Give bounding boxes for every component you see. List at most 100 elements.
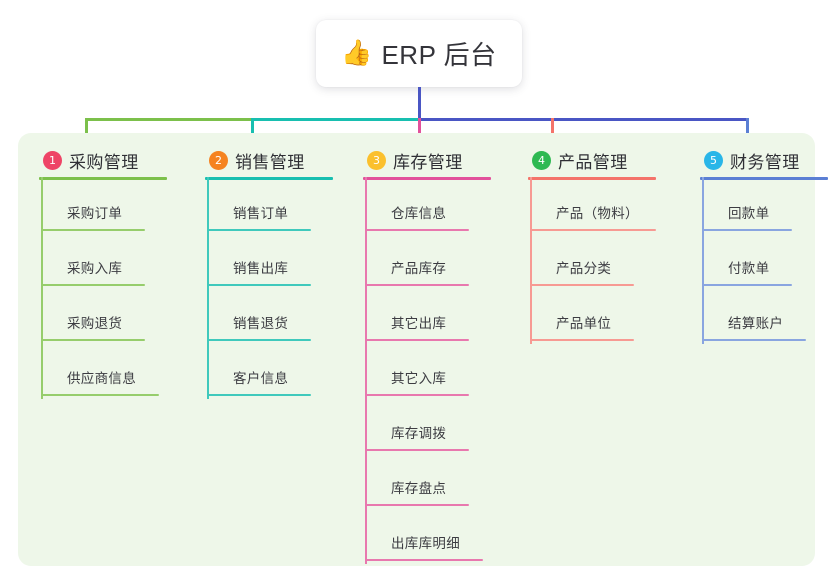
leaf-label: 回款单 [728, 206, 770, 221]
leaf-label: 销售出库 [233, 261, 289, 276]
leaf-item-3-4[interactable]: 其它入库 [391, 366, 446, 388]
leaf-label: 销售订单 [233, 206, 289, 221]
leaf-underline-3-3 [365, 339, 469, 341]
leaf-label: 库存调拨 [391, 426, 447, 441]
content-panel: 1 采购管理 采购订单 采购入库 采购退货 供应商信息 [18, 133, 828, 566]
leaf-underline-4-1 [530, 229, 656, 231]
leaf-underline-3-1 [365, 229, 469, 231]
leaf-label: 付款单 [728, 261, 770, 276]
leaf-item-1-4[interactable]: 供应商信息 [67, 366, 136, 388]
leaf-underline-5-1 [702, 229, 792, 231]
leaf-underline-4-2 [530, 284, 634, 286]
leaf-label: 产品分类 [556, 261, 612, 276]
leaf-underline-5-2 [702, 284, 792, 286]
leaf-item-3-7[interactable]: 出库库明细 [391, 531, 460, 553]
leaf-underline-3-2 [365, 284, 469, 286]
leaf-underline-2-2 [207, 284, 311, 286]
branch-header-5[interactable]: 5 财务管理 [700, 147, 800, 173]
branch-underline-1 [39, 177, 167, 180]
leaf-underline-5-3 [702, 339, 806, 341]
branch-title-3: 库存管理 [393, 152, 463, 172]
leaf-underline-1-4 [41, 394, 159, 396]
branch-spine-5 [702, 177, 704, 344]
leaf-underline-3-5 [365, 449, 469, 451]
leaf-item-2-4[interactable]: 客户信息 [233, 366, 288, 388]
bus-line-segment-teal [251, 118, 419, 121]
branch-header-4[interactable]: 4 产品管理 [528, 147, 628, 173]
leaf-underline-2-3 [207, 339, 311, 341]
branch-index-badge-5: 5 [704, 150, 723, 170]
branch-title-5: 财务管理 [730, 152, 800, 172]
leaf-item-2-2[interactable]: 销售出库 [233, 256, 288, 278]
leaf-label: 其它入库 [391, 371, 447, 386]
branch-title-2: 销售管理 [235, 152, 305, 172]
branch-header-1[interactable]: 1 采购管理 [39, 147, 139, 173]
leaf-label: 采购入库 [67, 261, 123, 276]
leaf-item-5-3[interactable]: 结算账户 [728, 311, 783, 333]
branch-index-badge-2: 2 [209, 150, 228, 170]
leaf-item-3-5[interactable]: 库存调拨 [391, 421, 446, 443]
leaf-item-4-3[interactable]: 产品单位 [556, 311, 611, 333]
leaf-label: 销售退货 [233, 316, 289, 331]
leaf-underline-1-3 [41, 339, 145, 341]
root-node-label: ERP 后台 [381, 40, 497, 70]
leaf-item-3-2[interactable]: 产品库存 [391, 256, 446, 278]
drop-stem-col-5 [746, 118, 749, 144]
branch-index-badge-1: 1 [43, 150, 62, 170]
leaf-label: 供应商信息 [67, 371, 136, 386]
root-node-card[interactable]: 👍 ERP 后台 [316, 20, 522, 87]
leaf-label: 产品单位 [556, 316, 612, 331]
leaf-item-3-3[interactable]: 其它出库 [391, 311, 446, 333]
branch-underline-5 [700, 177, 828, 180]
branch-index-badge-4: 4 [532, 150, 551, 170]
leaf-item-5-1[interactable]: 回款单 [728, 201, 769, 223]
branch-title-4: 产品管理 [558, 152, 628, 172]
branch-spine-1 [41, 177, 43, 399]
leaf-label: 采购订单 [67, 206, 123, 221]
branch-spine-2 [207, 177, 209, 399]
leaf-underline-3-4 [365, 394, 469, 396]
leaf-item-1-3[interactable]: 采购退货 [67, 311, 122, 333]
root-node-content: 👍 ERP 后台 [341, 35, 496, 72]
branch-header-2[interactable]: 2 销售管理 [205, 147, 305, 173]
leaf-underline-2-4 [207, 394, 311, 396]
leaf-label: 采购退货 [67, 316, 123, 331]
bus-line-segment-indigo [418, 118, 748, 121]
leaf-item-3-1[interactable]: 仓库信息 [391, 201, 446, 223]
leaf-item-4-2[interactable]: 产品分类 [556, 256, 611, 278]
leaf-item-1-1[interactable]: 采购订单 [67, 201, 122, 223]
leaf-underline-4-3 [530, 339, 634, 341]
drop-stem-col-4 [551, 118, 554, 144]
branch-underline-3 [363, 177, 491, 180]
branch-underline-2 [205, 177, 333, 180]
leaf-label: 产品（物料） [556, 206, 639, 221]
leaf-label: 产品库存 [391, 261, 447, 276]
leaf-label: 出库库明细 [391, 536, 460, 551]
leaf-underline-3-6 [365, 504, 469, 506]
leaf-item-2-1[interactable]: 销售订单 [233, 201, 288, 223]
branch-title-1: 采购管理 [69, 152, 139, 172]
leaf-label: 库存盘点 [391, 481, 447, 496]
leaf-underline-1-2 [41, 284, 145, 286]
drop-stem-col-3 [418, 118, 421, 144]
leaf-underline-1-1 [41, 229, 145, 231]
branch-header-3[interactable]: 3 库存管理 [363, 147, 463, 173]
leaf-item-5-2[interactable]: 付款单 [728, 256, 769, 278]
leaf-item-2-3[interactable]: 销售退货 [233, 311, 288, 333]
leaf-item-3-6[interactable]: 库存盘点 [391, 476, 446, 498]
leaf-label: 结算账户 [728, 316, 784, 331]
root-stem-line [418, 87, 421, 120]
drop-stem-col-2 [251, 118, 254, 144]
bus-line-segment-green [85, 118, 252, 121]
branch-underline-4 [528, 177, 656, 180]
leaf-item-1-2[interactable]: 采购入库 [67, 256, 122, 278]
leaf-label: 仓库信息 [391, 206, 447, 221]
branch-spine-4 [530, 177, 532, 344]
leaf-underline-3-7 [365, 559, 483, 561]
thumbs-up-icon: 👍 [341, 39, 373, 67]
leaf-label: 客户信息 [233, 371, 289, 386]
branch-spine-3 [365, 177, 367, 564]
leaf-item-4-1[interactable]: 产品（物料） [556, 201, 639, 223]
leaf-label: 其它出库 [391, 316, 447, 331]
